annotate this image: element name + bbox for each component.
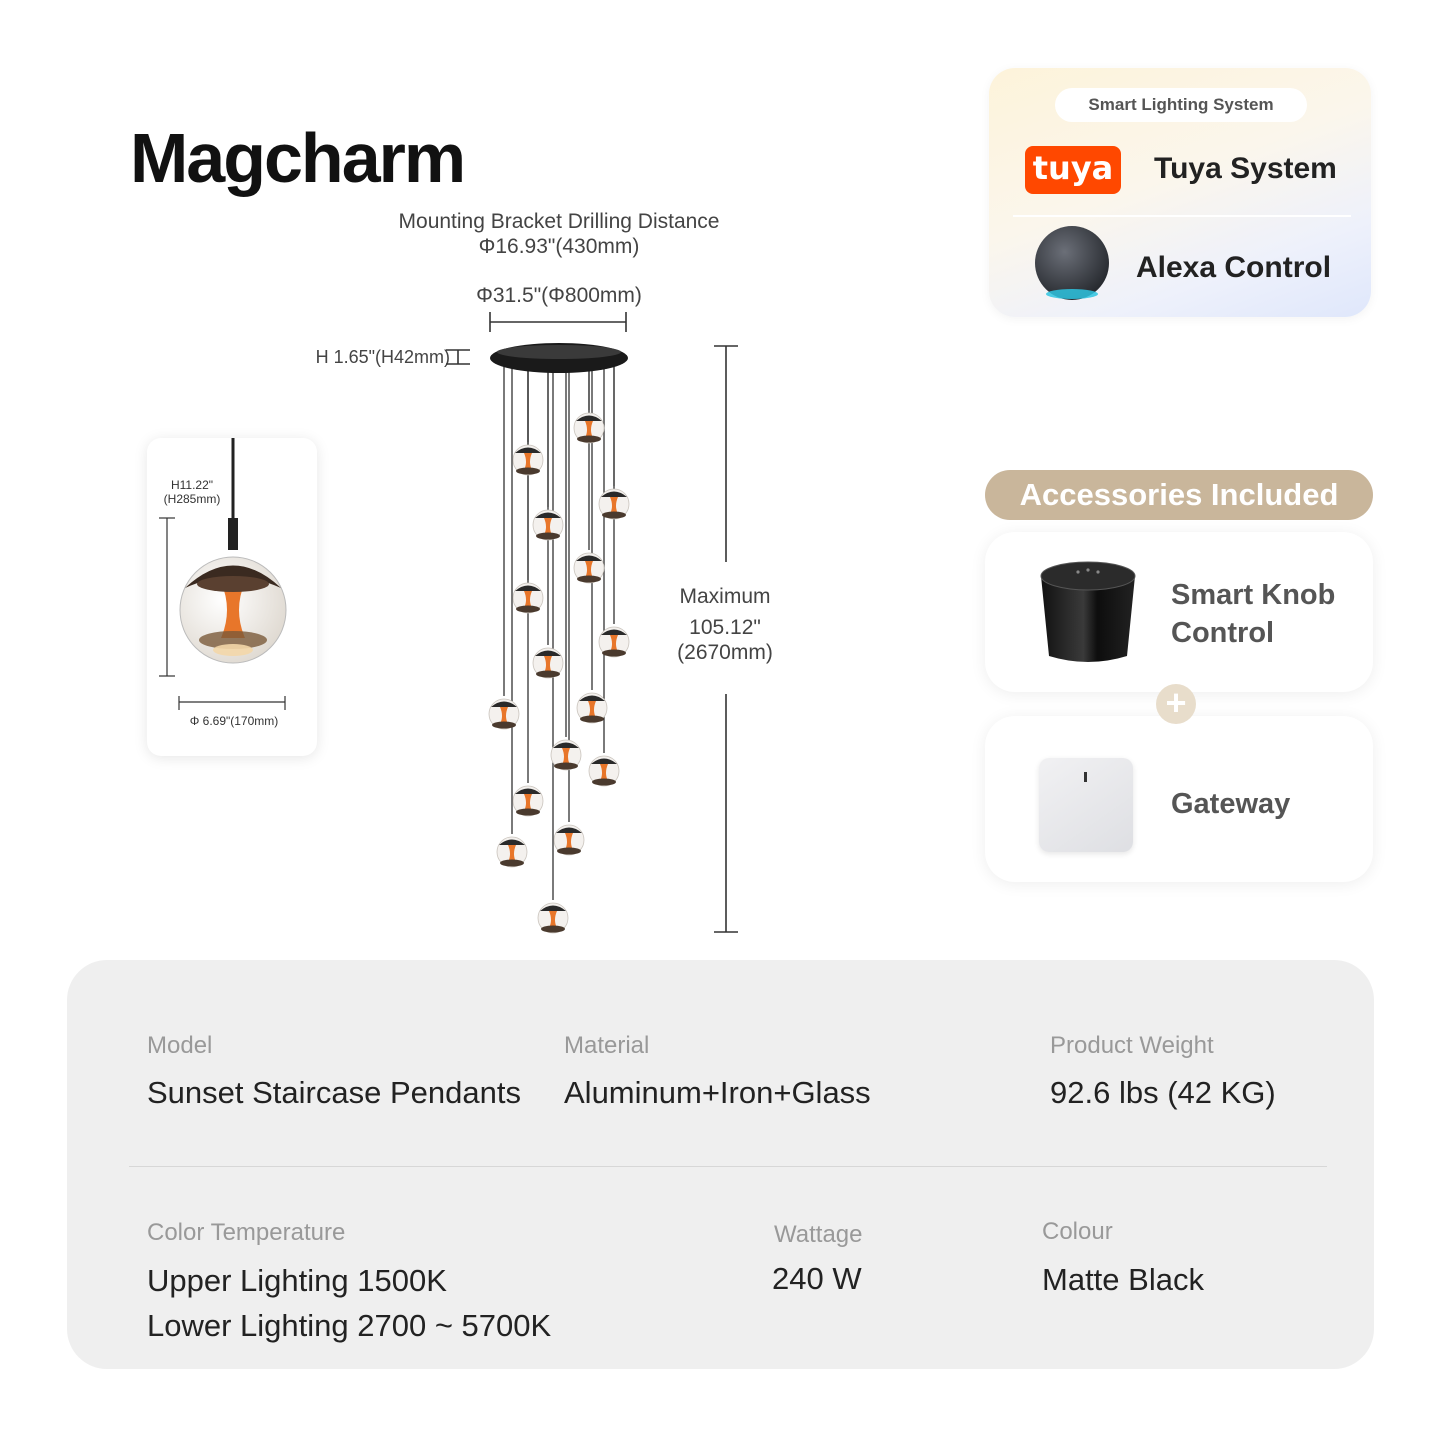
plus-icon: + (1156, 684, 1196, 724)
pendant-base (541, 925, 565, 933)
spec-divider (129, 1166, 1327, 1167)
pendant-base (500, 859, 524, 867)
pendant-base (536, 670, 560, 678)
bracket-distance-label: Mounting Bracket Drilling Distance Φ16.9… (370, 209, 748, 259)
wattage-label: Wattage (774, 1221, 863, 1248)
bracket-distance-value: Φ16.93"(430mm) (478, 235, 640, 258)
pendant-core (524, 453, 532, 470)
smart-knob-icon (1040, 561, 1136, 662)
pendant-base (516, 808, 540, 816)
pendant-cap (515, 447, 541, 453)
pendant-cap (601, 491, 627, 497)
pendant-cap (591, 758, 617, 764)
pendant-core (544, 518, 552, 535)
pendant-core (585, 561, 593, 578)
color-temp-label: Color Temperature (147, 1219, 346, 1246)
pendant-base (554, 762, 578, 770)
pendant-core (610, 497, 618, 514)
pendant-core (549, 911, 557, 928)
pendant-cap (535, 512, 561, 518)
pendant-base (577, 435, 601, 443)
pendant-base (592, 778, 616, 786)
pendant-base (602, 649, 626, 657)
max-height-in: 105.12" (689, 616, 761, 639)
gateway-label: Gateway (1171, 788, 1291, 820)
smart-knob-label: Smart Knob Control (1171, 576, 1335, 652)
pendant-core (524, 591, 532, 608)
smart-knob-line1: Smart Knob (1171, 579, 1336, 611)
gateway-icon (1039, 758, 1133, 852)
smart-divider (1013, 215, 1351, 217)
pendant-core (500, 707, 508, 724)
smart-lighting-card: Smart Lighting System tuya Tuya System A… (989, 68, 1371, 317)
pendant-cap (515, 585, 541, 591)
pendant-core (588, 701, 596, 718)
pendant-cap (535, 650, 561, 656)
pendant-cap (556, 827, 582, 833)
single-height-in: H11.22" (170, 478, 214, 492)
pendant-cap (553, 742, 579, 748)
pendant-core (562, 748, 570, 765)
pendant-base (602, 511, 626, 519)
pendant-cap (515, 788, 541, 794)
pendant-base (492, 721, 516, 729)
color-temp-upper: Upper Lighting 1500K (147, 1263, 447, 1298)
model-label: Model (147, 1032, 213, 1059)
pendant-cap (601, 629, 627, 635)
pendant-core (565, 833, 573, 850)
pendant-cap (540, 905, 566, 911)
canopy-top (497, 345, 621, 359)
pendant-cap (579, 695, 605, 701)
max-height-label: Maximum 105.12" (2670mm) (650, 584, 800, 665)
pendant-base (557, 847, 581, 855)
weight-value: 92.6 lbs (42 KG) (1050, 1075, 1276, 1110)
max-height-mm: (2670mm) (677, 641, 773, 664)
pendant-cap (576, 415, 602, 421)
pendant-core (544, 656, 552, 673)
smart-knob-line2: Control (1171, 617, 1275, 649)
single-pendant-icon (159, 438, 287, 710)
single-diameter-label: Φ 6.69"(170mm) (189, 714, 279, 728)
pendant-base (577, 575, 601, 583)
weight-label: Product Weight (1050, 1032, 1214, 1059)
smart-knob-card: Smart Knob Control (985, 532, 1373, 692)
material-value: Aluminum+Iron+Glass (564, 1075, 871, 1110)
pendant-core (524, 794, 532, 811)
single-height-label: H11.22" (H285mm) (157, 478, 227, 506)
tuya-logo-icon: tuya (1025, 146, 1121, 194)
echo-dot-icon (1035, 226, 1109, 300)
pendant-base (580, 715, 604, 723)
single-height-mm: (H285mm) (163, 492, 221, 506)
pendant-core (508, 845, 516, 862)
pendant-base (536, 532, 560, 540)
pendant-cap (499, 839, 525, 845)
colour-label: Colour (1042, 1218, 1113, 1245)
pendant-core (585, 421, 593, 438)
pendant-cap (491, 701, 517, 707)
alexa-control-label: Alexa Control (1136, 251, 1332, 284)
canopy-diameter-label: Φ31.5"(Φ800mm) (476, 284, 642, 307)
accessories-title: Accessories Included (985, 470, 1373, 520)
pendant-base (516, 605, 540, 613)
model-value: Sunset Staircase Pendants (147, 1075, 521, 1110)
pendant-core (610, 635, 618, 652)
material-label: Material (564, 1032, 650, 1059)
bracket-distance-title: Mounting Bracket Drilling Distance (398, 210, 720, 233)
pendant-cap (576, 555, 602, 561)
color-temp-lower: Lower Lighting 2700 ~ 5700K (147, 1308, 552, 1343)
spec-panel: Model Sunset Staircase Pendants Material… (67, 960, 1374, 1369)
max-height-title: Maximum (679, 585, 771, 608)
single-pendant-card: H11.22" (H285mm) Φ 6.69"(170mm) (147, 438, 317, 756)
colour-value: Matte Black (1042, 1262, 1204, 1297)
smart-lighting-badge: Smart Lighting System (1055, 88, 1307, 122)
wattage-value: 240 W (772, 1261, 862, 1296)
pendant-base (516, 467, 540, 475)
tuya-system-label: Tuya System (1154, 152, 1337, 185)
brand-title: Magcharm (130, 119, 466, 197)
canopy-height-label: H 1.65"(H42mm) (315, 347, 450, 367)
pendant-core (600, 764, 608, 781)
